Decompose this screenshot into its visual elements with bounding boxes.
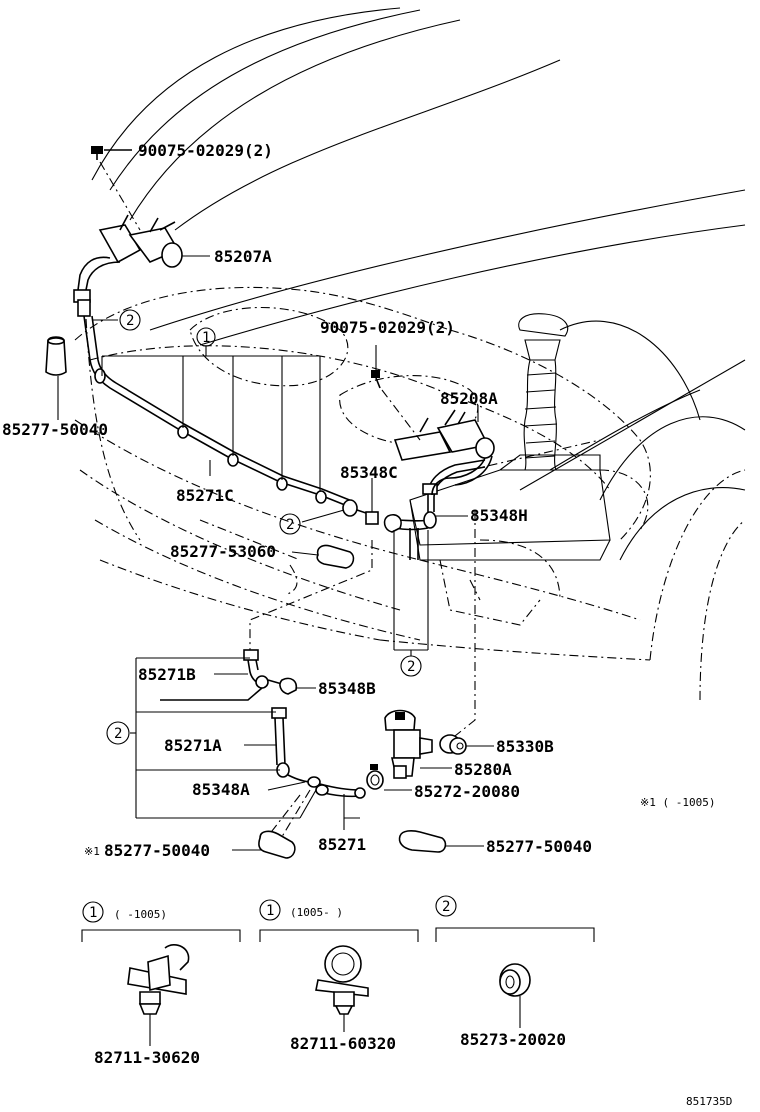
label-bolt-mid: 90075-02029(2) (320, 318, 455, 337)
lower-hoses (160, 649, 366, 799)
bolt-top (91, 146, 141, 231)
label-joint-b: 85348B (318, 679, 376, 698)
label-joint-c: 85348C (340, 463, 398, 482)
label-grommet: 85330B (496, 737, 554, 756)
grommet (439, 734, 467, 755)
plug-mid (316, 544, 355, 569)
leaders (92, 255, 494, 851)
routing-lines (249, 510, 476, 841)
label-note: ※1 ( -1005) (640, 796, 715, 809)
left-nozzle-assembly (73, 214, 183, 317)
label-hose-bottom: 85271 (318, 835, 366, 854)
label-plug-bottom-left-mark: ※1 (84, 845, 100, 858)
callout-2-mid: 2 (286, 517, 294, 533)
label-nozzle-left: 85207A (214, 247, 272, 266)
legend-b-range: (1005- ) (290, 906, 343, 919)
part-labels: 90075-02029(2) 85207A 90075-02029(2) 852… (2, 141, 715, 860)
plug-left (45, 336, 67, 420)
label-plug-bottom-right: 85277-50040 (486, 837, 592, 856)
label-bolt-top: 90075-02029(2) (138, 141, 273, 160)
legend-b-part: 82711-60320 (290, 1034, 396, 1053)
legend-b-circle: 1 (266, 903, 274, 919)
callout-2-bracket: 2 (114, 726, 122, 742)
label-plug-bottom-left: 85277-50040 (104, 841, 210, 860)
label-joint-a: 85348A (192, 780, 250, 799)
callout-circles: 1 2 2 2 2 (106, 309, 422, 745)
legend: 1 ( -1005) 82711-30620 1 (1005- ) 82711-… (81, 895, 595, 1067)
hose-main (83, 315, 486, 560)
callout-1-top: 1 (202, 330, 210, 346)
legend-c-part: 85273-20020 (460, 1030, 566, 1049)
label-clamp: 85272-20080 (414, 782, 520, 801)
footer-code: 851735D (686, 1095, 732, 1108)
clamp (366, 764, 384, 790)
plug-bottom-left (258, 830, 296, 859)
right-nozzle-assembly (393, 409, 495, 496)
callout-2-right: 2 (407, 659, 415, 675)
plug-bottom-right (398, 830, 447, 853)
legend-c-circle: 2 (442, 899, 450, 915)
legend-a-circle: 1 (89, 905, 97, 921)
legend-a-part: 82711-30620 (94, 1048, 200, 1067)
label-plug-left: 85277-50040 (2, 420, 108, 439)
label-joint-h: 85348H (470, 506, 528, 525)
callout-2-left: 2 (126, 313, 134, 329)
label-hose-main: 85271C (176, 486, 234, 505)
bolt-mid (371, 345, 421, 441)
label-pump: 85280A (454, 760, 512, 779)
car-body-outline (74, 7, 746, 701)
joint-c (365, 478, 402, 533)
label-hose-a: 85271A (164, 736, 222, 755)
label-plug-mid: 85277-53060 (170, 542, 276, 561)
legend-a-range: ( -1005) (114, 908, 167, 921)
pump (384, 709, 433, 779)
label-hose-b: 85271B (138, 665, 196, 684)
label-nozzle-right: 85208A (440, 389, 498, 408)
